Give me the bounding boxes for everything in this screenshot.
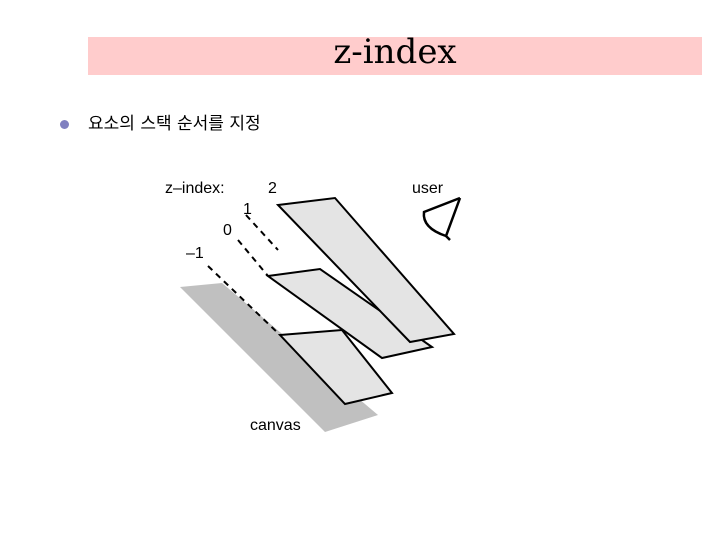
canvas-label: canvas — [250, 417, 301, 434]
level-0-label: 0 — [223, 222, 232, 239]
page-title: z-index — [333, 32, 457, 72]
user-eye-icon — [422, 196, 462, 241]
user-label: user — [412, 180, 444, 197]
bullet-text: 요소의 스택 순서를 지정 — [88, 114, 261, 134]
level-1-label: 1 — [243, 201, 252, 218]
z-index-label: z–index: — [165, 180, 225, 197]
dashed-line-2 — [245, 214, 279, 251]
bullet-icon — [60, 120, 69, 129]
title-bar — [88, 37, 702, 75]
level-minus1-label: –1 — [186, 245, 204, 262]
level-2-label: 2 — [268, 180, 277, 197]
layer-1-plane — [265, 267, 435, 360]
layer-0-plane — [277, 328, 394, 406]
dashed-line-1 — [237, 239, 269, 277]
layer-2-plane — [275, 196, 456, 344]
dashed-line-0 — [207, 265, 281, 336]
canvas-plane — [180, 283, 378, 432]
